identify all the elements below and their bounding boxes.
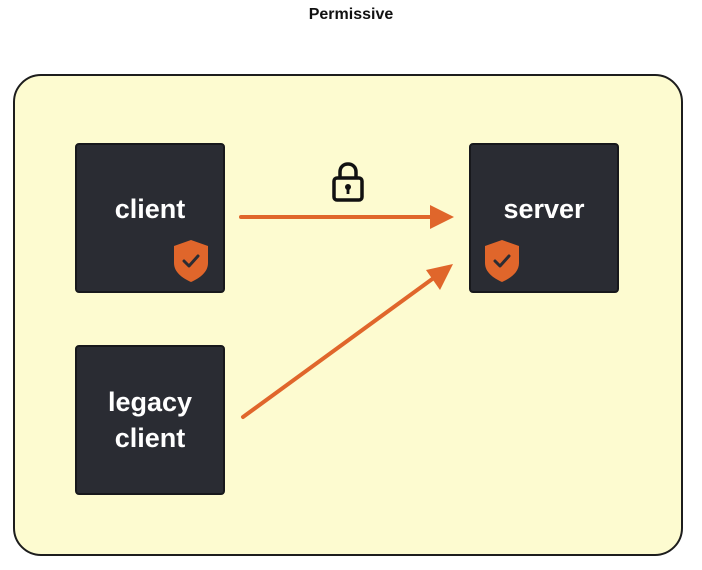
shield-check-icon [174, 240, 208, 282]
server-label: server [503, 194, 585, 224]
lock-icon [332, 162, 364, 202]
server-node: server [469, 143, 619, 293]
shield-check-icon [485, 240, 519, 282]
legacy-client-node: legacy client [75, 345, 225, 495]
arrow-legacy-to-server [241, 264, 453, 419]
diagram-title: Permissive [308, 6, 394, 23]
legacy-client-label: legacy client [107, 387, 193, 453]
arrow-client-to-server [239, 205, 454, 229]
client-node: client [75, 143, 225, 293]
client-label: client [114, 194, 186, 224]
